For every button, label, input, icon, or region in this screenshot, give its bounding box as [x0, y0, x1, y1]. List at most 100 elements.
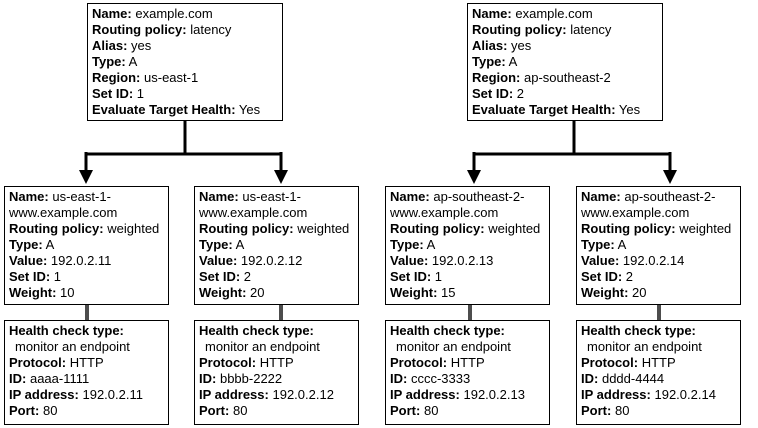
field-label: Routing policy: — [581, 221, 676, 236]
field-label: Alias: — [92, 38, 128, 53]
field-line: Protocol: HTTP — [390, 355, 545, 371]
field-value: 80 — [232, 403, 248, 418]
field-line: Health check type: monitor an endpoint — [9, 323, 164, 355]
latency-to-weighted-connector-left — [79, 121, 288, 184]
arrowhead-icon — [663, 170, 677, 184]
field-label: Name: — [472, 6, 512, 21]
field-line: Weight: 20 — [199, 285, 354, 301]
field-value: 1 — [53, 269, 62, 284]
field-label: Protocol: — [199, 355, 257, 370]
field-value: 192.0.2.12 — [240, 253, 303, 268]
field-value: A — [508, 54, 518, 69]
field-label: Port: — [581, 403, 612, 418]
field-line: Routing policy: weighted — [199, 221, 354, 237]
field-line: Name: example.com — [472, 6, 658, 22]
field-value: 192.0.2.11 — [82, 387, 143, 402]
field-line: Type: A — [390, 237, 545, 253]
field-value: monitor an endpoint — [205, 339, 320, 354]
field-label: Evaluate Target Health: — [472, 102, 616, 117]
field-value: A — [45, 237, 55, 252]
field-label: Health check type: — [581, 323, 696, 338]
field-line: Evaluate Target Health: Yes — [472, 102, 658, 118]
field-value: 80 — [614, 403, 630, 418]
field-value: weighted — [297, 221, 350, 236]
field-line: Value: 192.0.2.13 — [390, 253, 545, 269]
field-value: us-east-1-www.example.com — [199, 189, 308, 220]
field-line: Set ID: 2 — [199, 269, 354, 285]
field-label: Health check type: — [9, 323, 124, 338]
field-value: 10 — [60, 285, 75, 300]
field-value: weighted — [488, 221, 541, 236]
field-line: Health check type: monitor an endpoint — [581, 323, 736, 355]
field-label: Weight: — [390, 285, 438, 300]
field-value: us-east-1 — [144, 70, 199, 85]
field-value: example.com — [135, 6, 213, 21]
field-label: ID: — [581, 371, 599, 386]
field-line: Region: ap-southeast-2 — [472, 70, 658, 86]
field-value: HTTP — [259, 355, 294, 370]
field-value: yes — [511, 38, 532, 53]
field-line: Name: ap-southeast-2-www.example.com — [581, 189, 736, 221]
field-line: Health check type: monitor an endpoint — [199, 323, 354, 355]
field-label: Region: — [472, 70, 521, 85]
field-value: 192.0.2.14 — [622, 253, 685, 268]
field-label: IP address: — [581, 387, 651, 402]
field-label: Protocol: — [581, 355, 639, 370]
field-label: Routing policy: — [92, 22, 187, 37]
field-value: 80 — [423, 403, 439, 418]
field-label: Name: — [390, 189, 430, 204]
field-value: latency — [190, 22, 232, 37]
field-label: Type: — [199, 237, 233, 252]
field-value: Yes — [618, 102, 641, 117]
field-label: IP address: — [199, 387, 269, 402]
field-value: us-east-1-www.example.com — [9, 189, 118, 220]
field-line: Health check type: monitor an endpoint — [390, 323, 545, 355]
field-line: Protocol: HTTP — [581, 355, 736, 371]
field-value: A — [617, 237, 627, 252]
field-line: Port: 80 — [390, 403, 545, 419]
field-value: 2 — [625, 269, 634, 284]
field-value: HTTP — [69, 355, 104, 370]
field-label: Type: — [92, 54, 126, 69]
field-line: Protocol: HTTP — [199, 355, 354, 371]
field-value: A — [426, 237, 436, 252]
field-line: Value: 192.0.2.11 — [9, 253, 164, 269]
field-value: A — [128, 54, 138, 69]
field-line: Set ID: 1 — [92, 86, 278, 102]
field-label: Health check type: — [390, 323, 505, 338]
field-line: Weight: 15 — [390, 285, 545, 301]
field-label: Set ID: — [9, 269, 51, 284]
field-line: Set ID: 2 — [581, 269, 736, 285]
field-line: Alias: yes — [92, 38, 278, 54]
field-line: Routing policy: weighted — [581, 221, 736, 237]
field-label: ID: — [9, 371, 27, 386]
field-label: Set ID: — [581, 269, 623, 284]
field-line: ID: dddd-4444 — [581, 371, 736, 387]
field-line: Port: 80 — [581, 403, 736, 419]
field-value: 192.0.2.12 — [272, 387, 334, 402]
field-label: Set ID: — [472, 86, 514, 101]
field-line: Type: A — [199, 237, 354, 253]
field-value: HTTP — [450, 355, 485, 370]
field-line: Routing policy: weighted — [390, 221, 545, 237]
field-value: monitor an endpoint — [396, 339, 511, 354]
field-label: Weight: — [199, 285, 247, 300]
field-line: IP address: 192.0.2.11 — [9, 387, 164, 403]
field-value: 1 — [434, 269, 443, 284]
field-label: Protocol: — [390, 355, 448, 370]
field-value: bbbb-2222 — [219, 371, 283, 386]
field-value: yes — [131, 38, 152, 53]
field-value: 2 — [243, 269, 252, 284]
field-label: Health check type: — [199, 323, 314, 338]
field-label: Routing policy: — [390, 221, 485, 236]
field-line: Value: 192.0.2.14 — [581, 253, 736, 269]
field-label: IP address: — [9, 387, 79, 402]
field-value: 192.0.2.13 — [431, 253, 494, 268]
